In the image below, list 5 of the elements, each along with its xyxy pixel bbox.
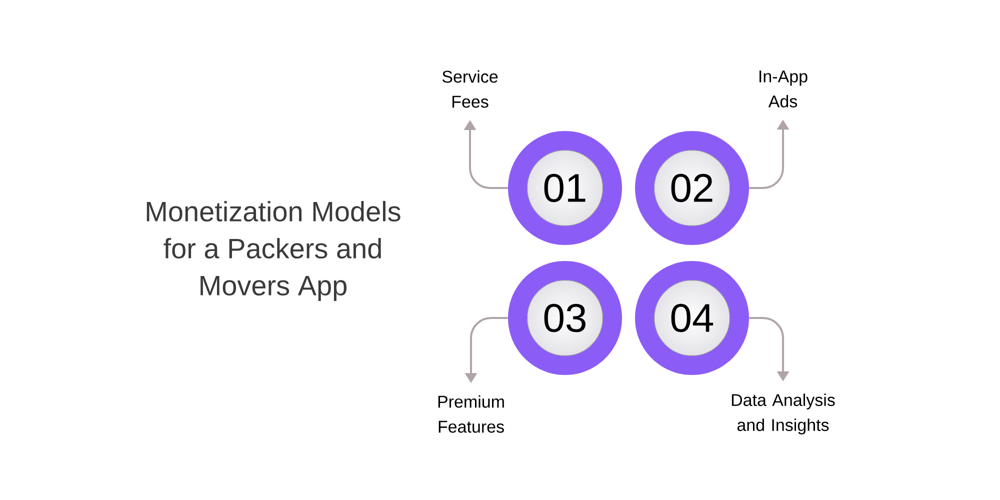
title: Monetization Models for a Packers and Movers App xyxy=(146,200,400,302)
label-text: Service Fees xyxy=(442,70,498,108)
label-text: Data Analysis and Insights xyxy=(732,394,835,434)
label-text: Premium Features xyxy=(438,395,504,433)
label-text: In-App Ads xyxy=(760,70,808,108)
